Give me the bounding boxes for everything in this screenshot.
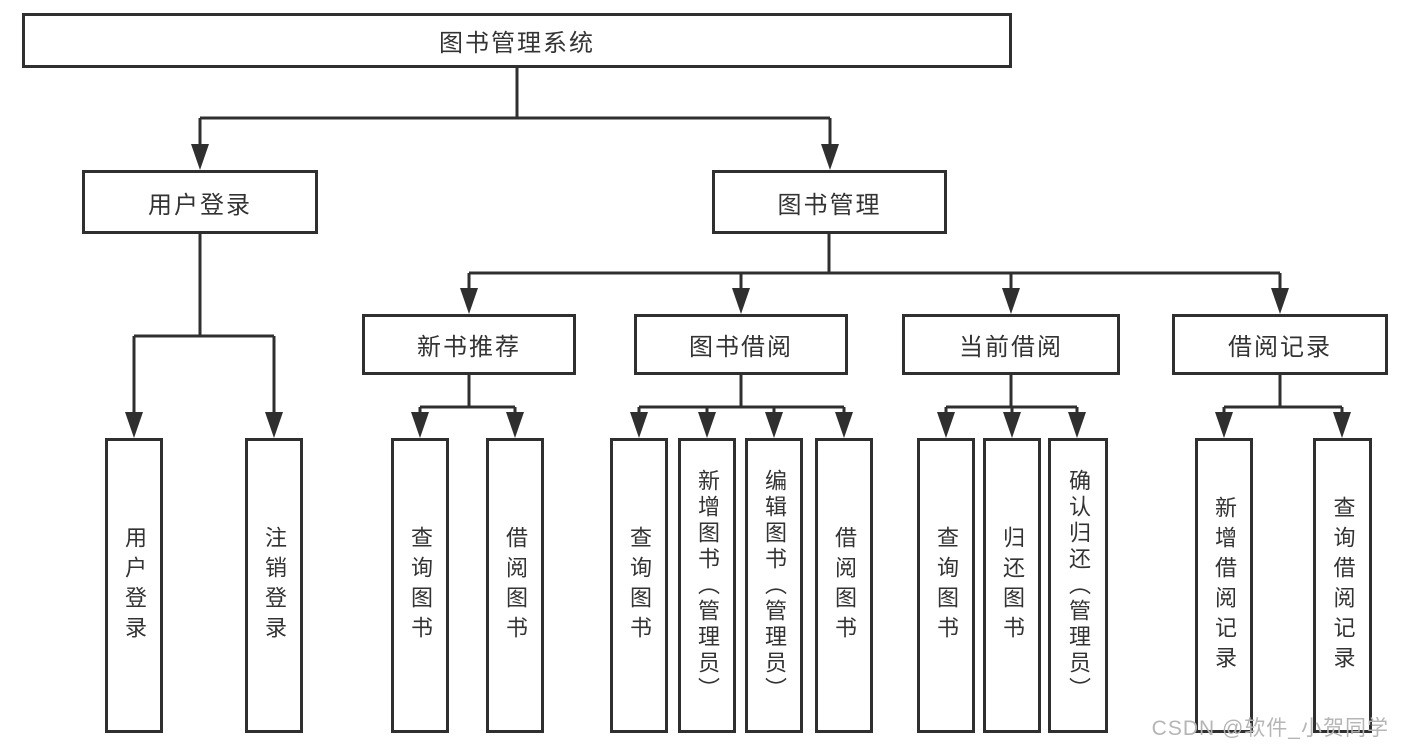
leaf-add-book-admin: 新增图书（管理员） bbox=[678, 438, 736, 733]
leaf-return-book: 归还图书 bbox=[983, 438, 1041, 733]
node-new-book-recommend: 新书推荐 bbox=[362, 314, 576, 375]
node-user-login: 用户登录 bbox=[82, 170, 318, 234]
leaf-logout-login: 注销登录 bbox=[245, 438, 303, 733]
leaf-borrow-book: 借阅图书 bbox=[815, 438, 873, 733]
node-borrow-records: 借阅记录 bbox=[1172, 314, 1388, 375]
watermark-text: CSDN @软件_小贺同学 bbox=[1151, 717, 1389, 740]
node-book-management: 图书管理 bbox=[712, 170, 947, 234]
leaf-query-book-recommend: 查询图书 bbox=[391, 438, 449, 733]
leaf-add-borrow-record: 新增借阅记录 bbox=[1195, 438, 1253, 733]
node-book-borrow: 图书借阅 bbox=[634, 314, 848, 375]
leaf-borrow-book-recommend: 借阅图书 bbox=[486, 438, 544, 733]
leaf-edit-book-admin: 编辑图书（管理员） bbox=[745, 438, 803, 733]
node-current-borrow: 当前借阅 bbox=[902, 314, 1120, 375]
leaf-user-login: 用户登录 bbox=[105, 438, 163, 733]
leaf-query-book-current: 查询图书 bbox=[917, 438, 975, 733]
leaf-query-book-borrow: 查询图书 bbox=[610, 438, 668, 733]
node-library-system: 图书管理系统 bbox=[22, 13, 1012, 68]
leaf-query-borrow-record: 查询借阅记录 bbox=[1313, 438, 1372, 733]
leaf-confirm-return-admin: 确认归还（管理员） bbox=[1048, 438, 1108, 733]
